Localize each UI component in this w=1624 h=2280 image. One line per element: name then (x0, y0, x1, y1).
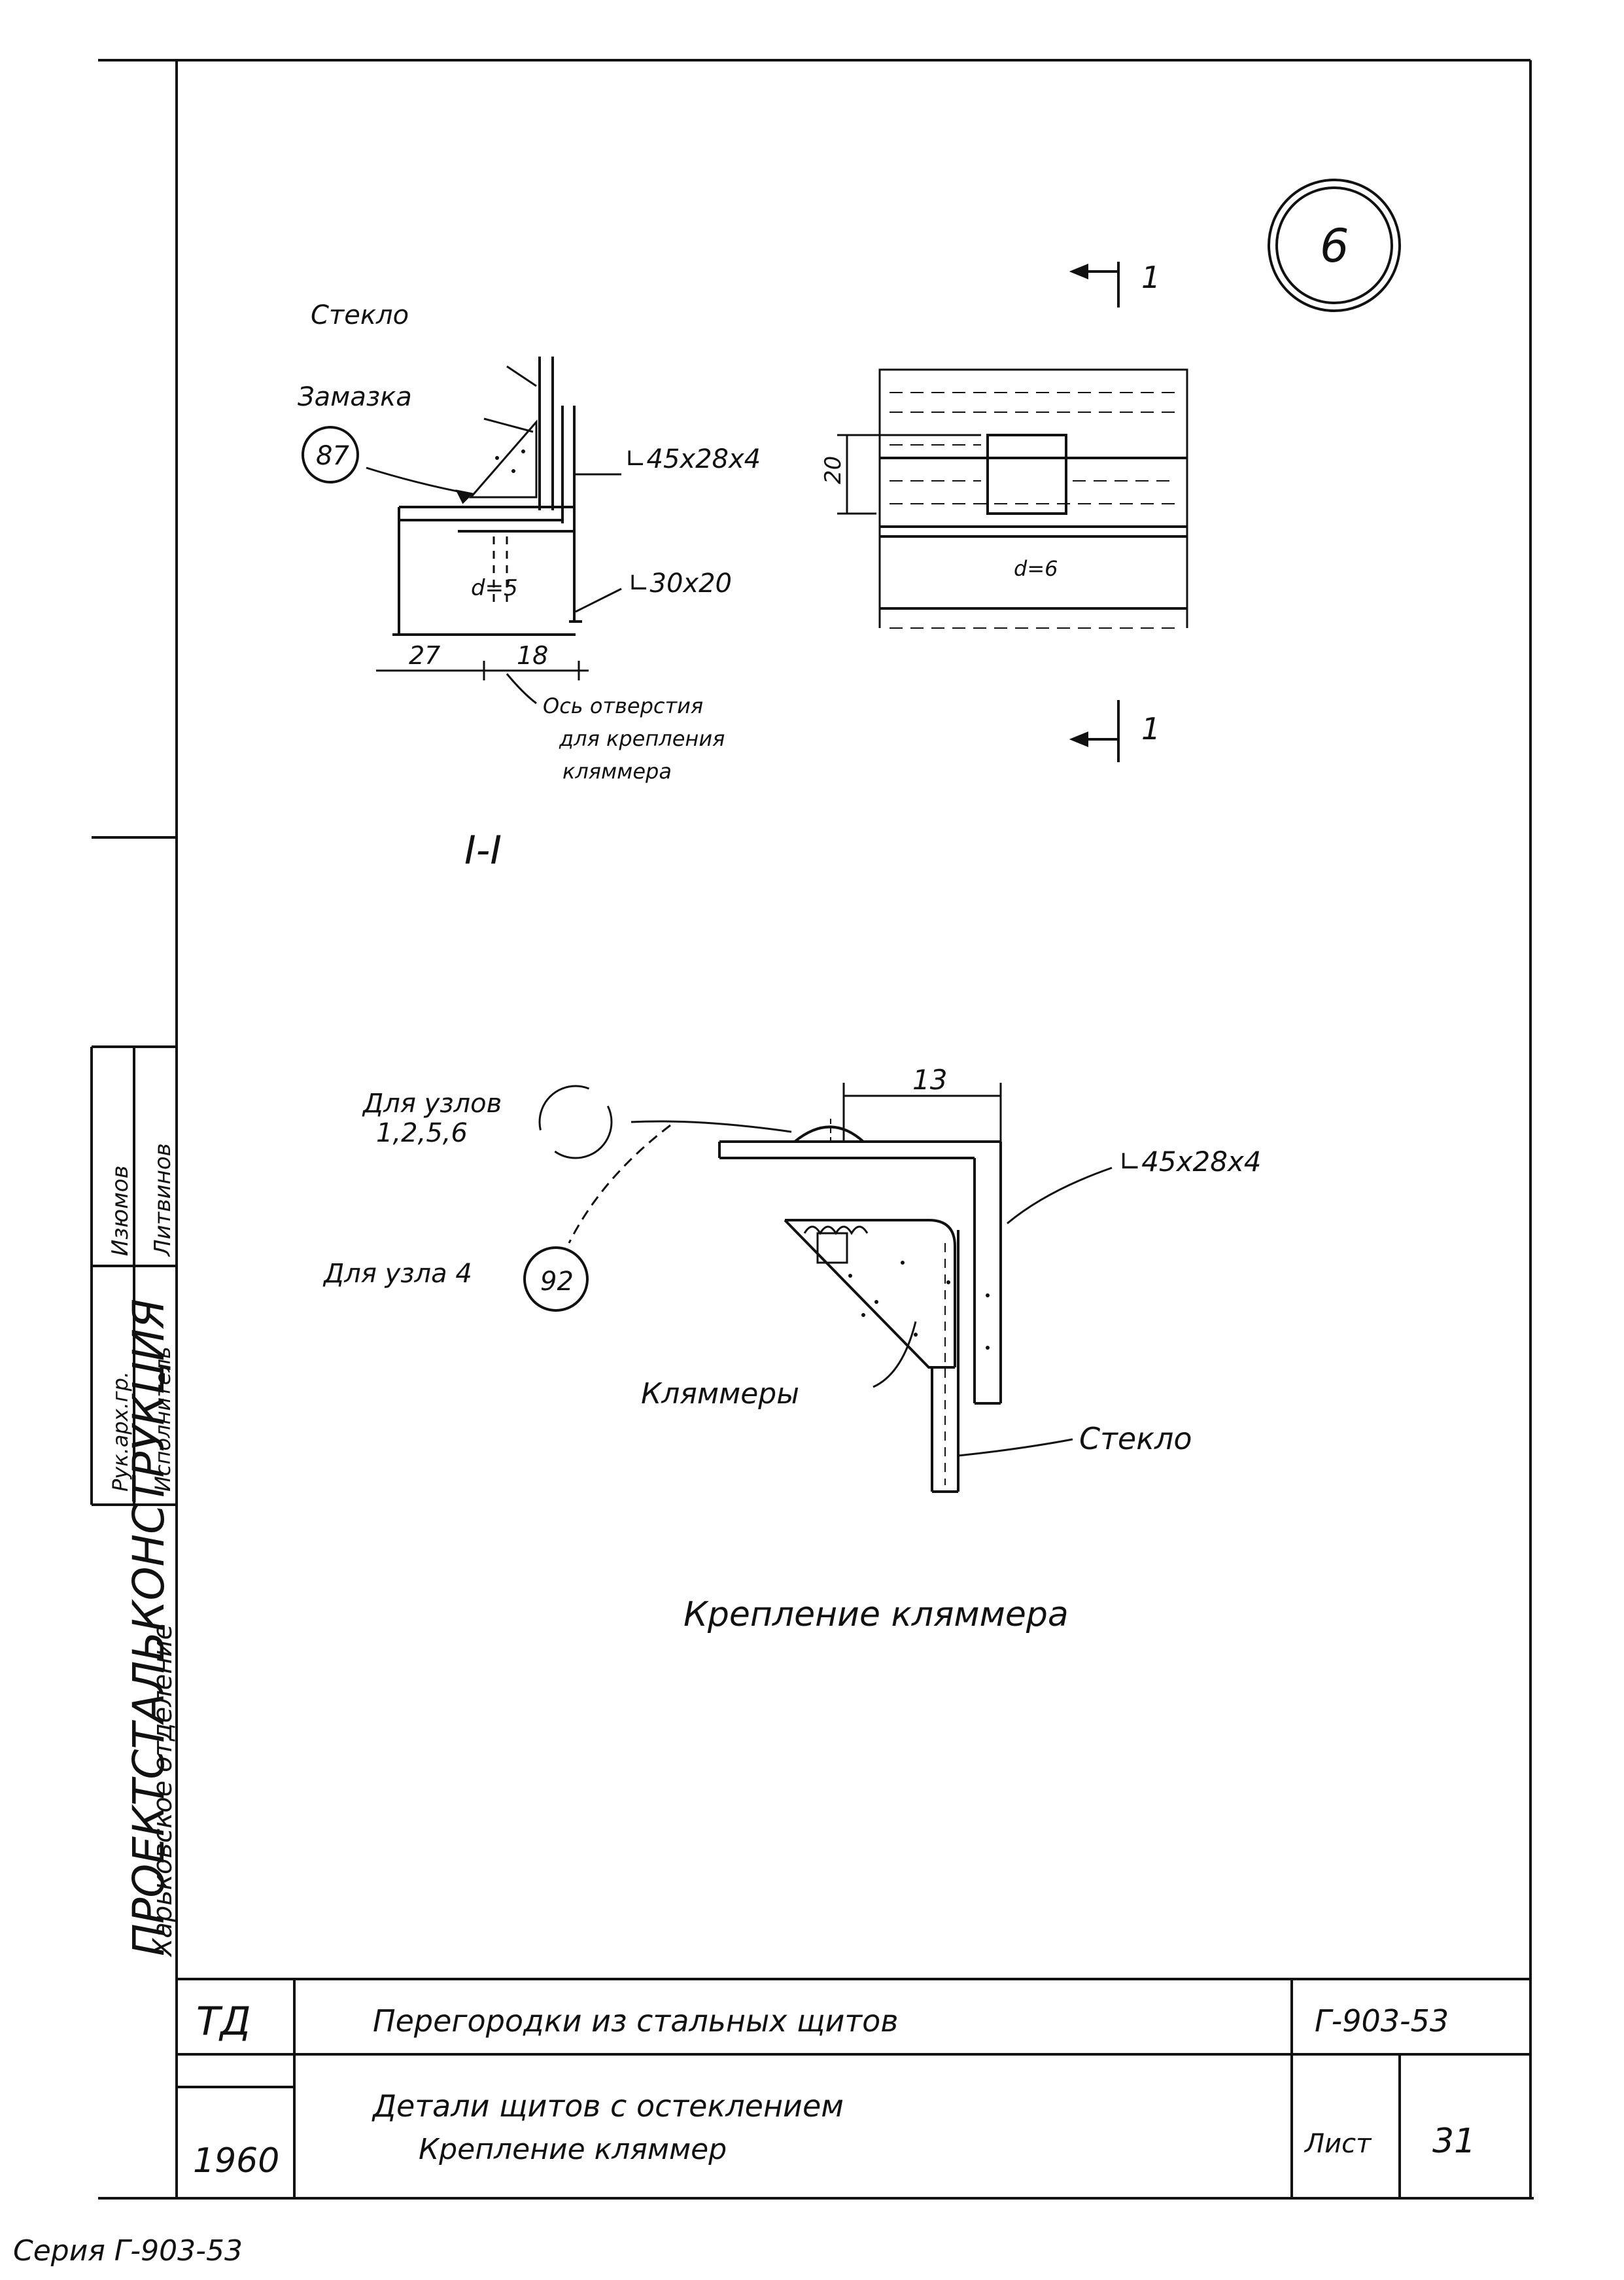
glass-label-lower: Стекло (1079, 1421, 1192, 1456)
side-stamp-role2: Исполнитель (150, 1346, 175, 1492)
side-stamp-dept: Харьковское отделение (148, 1624, 178, 1957)
node-number: 6 (1320, 219, 1349, 273)
hole-diameter: d=5 (471, 575, 518, 601)
title-logo: ТД (196, 1999, 251, 2044)
title-line3: Крепление кляммер (419, 2133, 727, 2166)
title-sheet-number: 31 (1432, 2122, 1476, 2161)
hole-axis-line3: кляммера (562, 759, 672, 784)
dim-27: 27 (409, 641, 440, 670)
angle-45-label-lower: ∟45x28x4 (1118, 1146, 1262, 1178)
angle-30-label: ∟30x20 (628, 569, 732, 599)
clamp-fixing-caption: Крепление кляммера (683, 1595, 1069, 1634)
ref-87: 87 (316, 441, 349, 471)
clamps-label: Кляммеры (641, 1377, 799, 1411)
section-mark-bottom: 1 (1141, 711, 1160, 746)
dim-18: 18 (517, 641, 548, 670)
hole-d6: d=6 (1014, 556, 1058, 581)
title-year: 1960 (193, 2141, 279, 2181)
ref-92: 92 (540, 1267, 574, 1297)
dim-20: 20 (820, 456, 846, 484)
section-label: I-I (464, 828, 502, 873)
putty-label: Замазка (298, 382, 412, 412)
side-stamp-name1: Изюмов (107, 1165, 133, 1256)
angle-45-label-upper: ∟45x28x4 (625, 444, 761, 474)
side-stamp-org: ПРОЕКТСТАЛЬКОНСТРУКЦИЯ (124, 1299, 174, 1956)
hole-axis-line2: для крепления (559, 726, 725, 751)
footer-series: Серия Г-903-53 (13, 2234, 243, 2268)
title-line2: Детали щитов с остеклением (371, 2088, 844, 2124)
for-nodes-line2: 1,2,5,6 (376, 1118, 468, 1148)
hole-axis-line1: Ось отверстия (543, 693, 703, 718)
for-node-4: Для узла 4 (322, 1259, 472, 1289)
side-stamp-name2: Литвинов (150, 1143, 176, 1257)
title-line1: Перегородки из стальных щитов (373, 2003, 898, 2039)
section-mark-top: 1 (1141, 260, 1160, 295)
title-code: Г-903-53 (1315, 2003, 1449, 2039)
title-sheet-label: Лист (1304, 2129, 1372, 2159)
glass-label-upper: Стекло (311, 300, 409, 330)
side-stamp-role1: Рук.арх.гр. (108, 1371, 133, 1492)
for-nodes-line1: Для узлов (362, 1089, 502, 1119)
dim-13: 13 (912, 1064, 947, 1096)
